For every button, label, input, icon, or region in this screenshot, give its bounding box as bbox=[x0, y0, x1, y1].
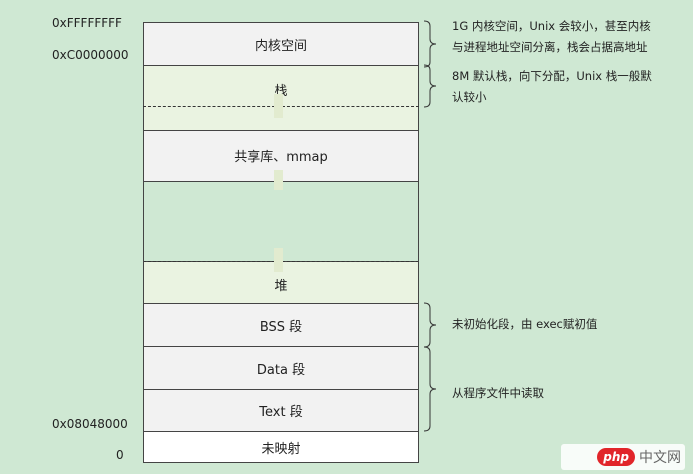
segment-unmapped-label: 未映射 bbox=[261, 441, 301, 457]
segment-bss-label: BSS 段 bbox=[259, 319, 303, 335]
segment-shared-label: 共享库、mmap bbox=[234, 150, 328, 165]
segment-data: Data 段 bbox=[143, 346, 419, 390]
memory-layout: 内核空间 栈 共享库、mmap 堆 BSS 段 Data 段 Text 段 未映… bbox=[143, 22, 419, 463]
brace-bss-icon bbox=[423, 302, 437, 348]
segment-unmapped: 未映射 bbox=[143, 431, 419, 463]
address-kernel: 0xC0000000 bbox=[52, 48, 129, 62]
address-text: 0x08048000 bbox=[52, 417, 128, 431]
free-region-right-border bbox=[418, 180, 419, 262]
segment-kernel-label: 内核空间 bbox=[254, 38, 307, 54]
segment-text: Text 段 bbox=[143, 389, 419, 432]
address-zero: 0 bbox=[116, 448, 124, 462]
watermark: php 中文网 bbox=[561, 444, 685, 470]
note-stack: 8M 默认栈，向下分配，Unix 栈一般默 认较小 bbox=[452, 69, 652, 104]
segment-text-label: Text 段 bbox=[259, 405, 303, 420]
mmap-growth-marker bbox=[274, 170, 283, 190]
address-top: 0xFFFFFFFF bbox=[52, 16, 122, 30]
stack-growth-marker bbox=[274, 94, 283, 118]
heap-growth-marker bbox=[274, 248, 283, 272]
segment-heap-label: 堆 bbox=[274, 279, 288, 294]
note-program: 从程序文件中读取 bbox=[452, 386, 544, 400]
watermark-text: 中文网 bbox=[639, 450, 681, 466]
segment-bss: BSS 段 bbox=[143, 303, 419, 347]
note-bss: 未初始化段，由 exec赋初值 bbox=[452, 317, 598, 331]
watermark-logo: php bbox=[597, 448, 635, 466]
note-kernel: 1G 内核空间，Unix 会较小，甚至内核 与进程地址空间分离，栈会占据高地址 bbox=[452, 19, 651, 54]
segment-data-label: Data 段 bbox=[256, 362, 306, 378]
free-region-left-border bbox=[143, 180, 144, 262]
brace-kernel-icon bbox=[423, 20, 437, 68]
brace-stack-icon bbox=[423, 64, 437, 108]
segment-kernel: 内核空间 bbox=[143, 22, 419, 66]
brace-program-icon bbox=[423, 346, 437, 432]
